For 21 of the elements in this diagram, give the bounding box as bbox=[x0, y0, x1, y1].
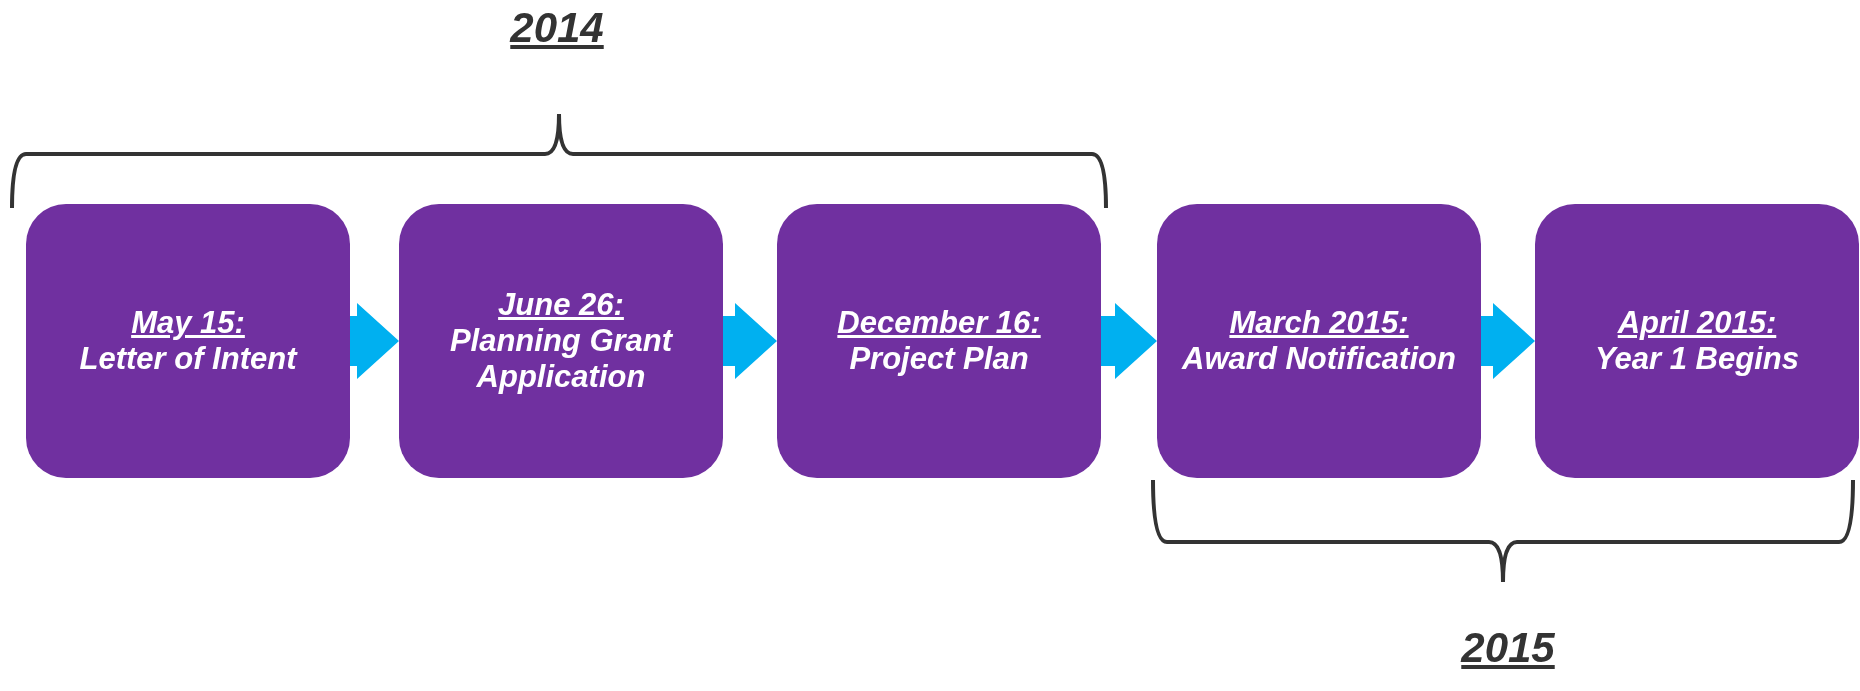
milestone-date: May 15: bbox=[131, 304, 245, 341]
year-label: 2015 bbox=[1461, 624, 1555, 672]
milestone-box bbox=[1157, 204, 1481, 478]
milestone-text: Planning Grant Application bbox=[448, 322, 674, 396]
milestone-text: Award Notification bbox=[1182, 341, 1456, 378]
milestone-box bbox=[399, 204, 723, 478]
milestone-text: Year 1 Begins bbox=[1595, 341, 1799, 378]
year-label: 2014 bbox=[510, 4, 604, 52]
block-arrow bbox=[350, 303, 399, 379]
milestone-date: March 2015: bbox=[1229, 304, 1409, 341]
milestone-date: June 26: bbox=[498, 286, 624, 323]
milestone-box bbox=[26, 204, 350, 478]
milestone-text: Project Plan bbox=[849, 341, 1029, 378]
milestone-date: April 2015: bbox=[1617, 304, 1777, 341]
block-arrow bbox=[723, 303, 777, 379]
milestone-box bbox=[777, 204, 1101, 478]
milestone-text: Letter of Intent bbox=[79, 341, 297, 378]
block-arrow bbox=[1101, 303, 1157, 379]
milestone-box bbox=[1535, 204, 1859, 478]
block-arrow bbox=[1481, 303, 1535, 379]
milestone-date: December 16: bbox=[837, 304, 1041, 341]
